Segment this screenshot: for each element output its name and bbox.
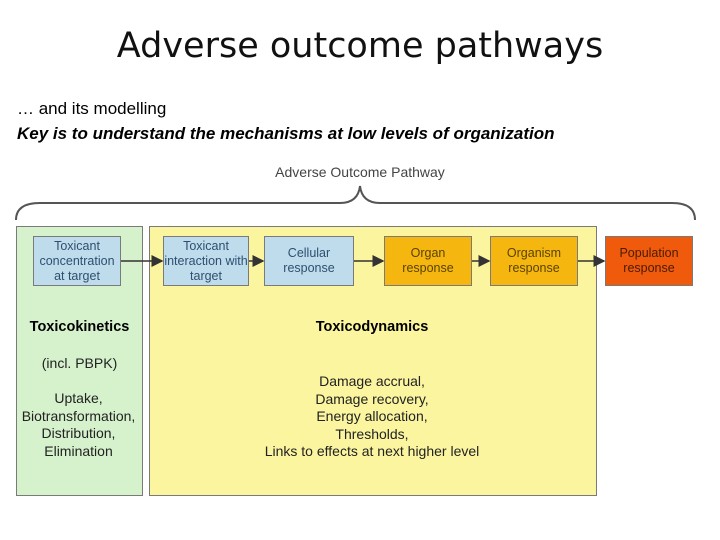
tk-item-uptake: Uptake, <box>54 390 103 406</box>
organ-response-box: Organ response <box>384 236 472 286</box>
toxicant-concentration-box: Toxicant concentration at target <box>33 236 121 286</box>
page-title: Adverse outcome pathways <box>116 26 604 66</box>
td-item-damage-recovery: Damage recovery, <box>315 390 429 407</box>
population-response-box: Population response <box>605 236 693 286</box>
organism-response-box: Organism response <box>490 236 578 286</box>
toxicokinetics-heading: Toxicokinetics <box>29 319 130 335</box>
tk-item-distribution: Distribution, <box>41 425 116 441</box>
toxicokinetics-note: (incl. PBPK) <box>41 355 118 371</box>
organism-response-label: Organism response <box>506 246 562 275</box>
td-item-damage-accrual: Damage accrual, <box>319 373 425 389</box>
tk-item-biotransformation: Biotransformation, <box>21 407 136 424</box>
subtitle-modelling: … and its modelling <box>17 99 167 118</box>
toxicant-concentration-label: Toxicant concentration at target <box>39 238 115 283</box>
td-item-links: Links to effects at next higher level <box>264 443 480 459</box>
cellular-response-box: Cellular response <box>264 236 354 286</box>
pathway-label: Adverse Outcome Pathway <box>275 164 445 180</box>
toxicant-interaction-label: Toxicant interaction with target <box>164 238 248 283</box>
toxicodynamics-heading: Toxicodynamics <box>315 319 429 335</box>
tk-item-elimination: Elimination <box>44 442 113 459</box>
cellular-response-label: Cellular response <box>283 246 335 275</box>
population-response-label: Population response <box>619 246 679 275</box>
td-item-thresholds: Thresholds, <box>335 425 409 442</box>
toxicant-interaction-box: Toxicant interaction with target <box>163 236 249 286</box>
toxicokinetics-list: Uptake, Biotransformation, Distribution,… <box>10 390 147 460</box>
td-item-energy-allocation: Energy allocation, <box>316 408 428 424</box>
subtitle-key-point: Key is to understand the mechanisms at l… <box>17 124 555 143</box>
organ-response-label: Organ response <box>402 246 454 275</box>
toxicodynamics-list: Damage accrual, Damage recovery, Energy … <box>149 373 595 461</box>
